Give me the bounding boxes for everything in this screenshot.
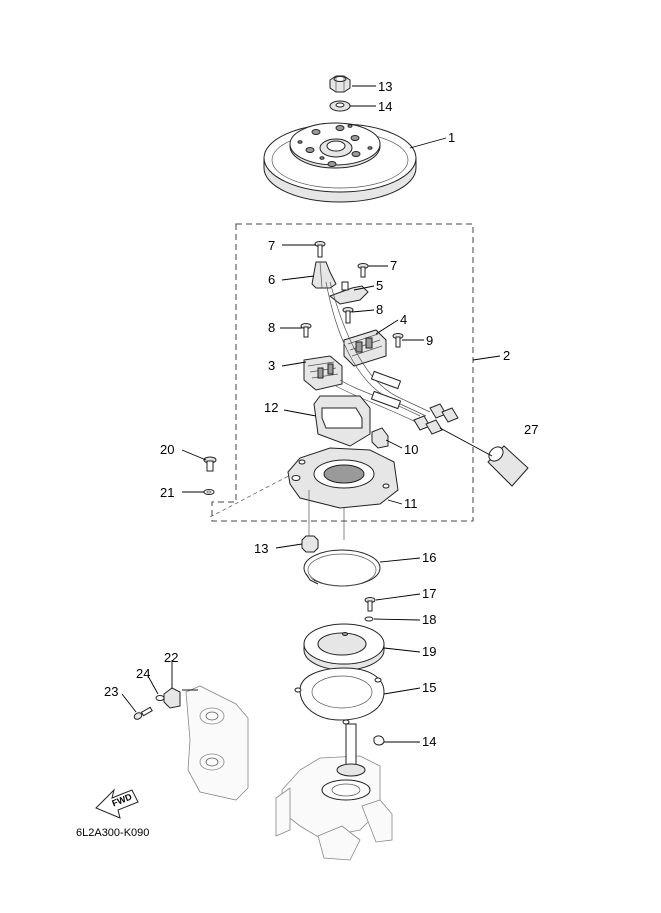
- callout-9: 9: [426, 333, 433, 348]
- callout-12: 12: [264, 400, 278, 415]
- callout-18: 16: [422, 550, 436, 565]
- part-7-screw-right: [357, 263, 369, 278]
- callout-16: 14: [378, 99, 392, 114]
- callout-10: 10: [404, 442, 418, 457]
- callout-24: 22: [164, 650, 178, 665]
- part-14-key: [373, 735, 385, 746]
- part-9-screw: [392, 333, 404, 348]
- callout-7-left: 7: [268, 238, 275, 253]
- callout-1: 1: [448, 130, 455, 145]
- part-17-gasket: [294, 667, 385, 725]
- part-22-bolt: [203, 456, 217, 472]
- part-23-washer: [203, 489, 215, 495]
- callout-20: 18: [422, 612, 436, 627]
- fwd-arrow-icon: FWD: [95, 788, 139, 819]
- callout-8-right: 8: [376, 302, 383, 317]
- part-5-holder: [328, 281, 369, 305]
- callout-25: 23: [104, 684, 118, 699]
- part-19-screw: [364, 597, 376, 612]
- callout-22: 20: [160, 442, 174, 457]
- part-21-plate: [303, 623, 385, 671]
- part-7-screw-left: [314, 241, 326, 258]
- diagram-code: 6L2A300-K090: [76, 827, 149, 839]
- callout-8-left: 8: [268, 320, 275, 335]
- part-25-screw: [133, 706, 153, 720]
- callout-13: 13: [254, 541, 268, 556]
- callout-27: 27: [524, 422, 538, 437]
- part-26-washer: [155, 695, 165, 701]
- part-12-bracket: [313, 395, 371, 447]
- leader-lines: [121, 85, 501, 743]
- part-11-base-plate: [287, 447, 399, 540]
- callout-2: 2: [503, 348, 510, 363]
- callout-26: 24: [136, 666, 150, 681]
- wire-harness: [325, 281, 459, 435]
- callout-23: 21: [160, 485, 174, 500]
- part-15-nut: [329, 75, 351, 93]
- callout-6: 6: [268, 272, 275, 287]
- callout-labels: 13 14 1 2 7 7 6 5 8 8 4 9 3 12 10 11 20 …: [104, 79, 538, 749]
- part-6-clamp: [311, 261, 337, 289]
- engine-block-reference: [275, 723, 393, 861]
- part-8-screw-left: [300, 323, 312, 338]
- callout-3: 3: [268, 358, 275, 373]
- part-1-flywheel: [263, 122, 417, 203]
- callout-11: 11: [404, 496, 418, 511]
- callout-5: 5: [376, 278, 383, 293]
- part-10-clip: [371, 427, 389, 449]
- callout-21: 19: [422, 644, 436, 659]
- callout-14: 14: [422, 734, 436, 749]
- part-13-nut: [301, 535, 319, 553]
- part-16-washer: [329, 100, 351, 112]
- part-18-ring: [303, 549, 381, 587]
- stator-assembly-boundary: [209, 223, 474, 522]
- callout-7-right: 7: [390, 258, 397, 273]
- part-27-sleeve: [439, 427, 529, 487]
- part-4-coil: [343, 329, 387, 367]
- callout-19: 17: [422, 586, 436, 601]
- part-20-washer: [364, 616, 374, 622]
- callout-15: 13: [378, 79, 392, 94]
- part-3-coil: [303, 355, 343, 391]
- callout-4: 4: [400, 312, 407, 327]
- part-8-screw-right: [342, 307, 354, 324]
- cover-reference: [185, 685, 249, 801]
- callout-17: 15: [422, 680, 436, 695]
